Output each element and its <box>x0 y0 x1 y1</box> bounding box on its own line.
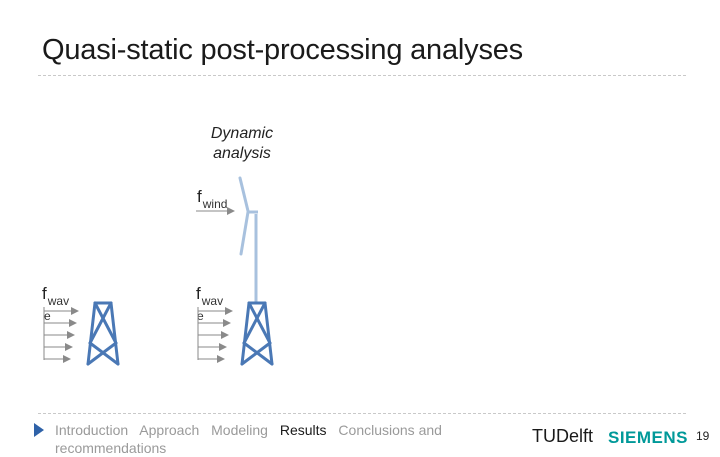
wave-force-subscript-right: wav <box>201 294 224 308</box>
jacket-structure-icon <box>86 301 120 366</box>
footer-divider <box>38 413 686 414</box>
wind-turbine-icon <box>238 176 258 302</box>
force-arrow-icon <box>197 307 233 363</box>
wind-force-subscript: wind <box>202 197 228 211</box>
nav-item-results[interactable]: Results <box>279 422 327 438</box>
wave-force-symbol-right: f <box>196 284 201 303</box>
jacket-structure-icon <box>240 301 274 366</box>
slide-title: Quasi-static post-processing analyses <box>42 34 523 66</box>
nav-item-modeling[interactable]: Modeling <box>211 422 268 438</box>
wave-force-label-left: fwav e <box>42 284 69 324</box>
wave-force-symbol-left: f <box>42 284 47 303</box>
nav-item-introduction[interactable]: Introduction <box>55 422 129 438</box>
dynamic-analysis-label: Dynamic analysis <box>210 125 274 162</box>
wave-force-subscript-left-2: e <box>44 309 51 323</box>
wave-force-subscript-left: wav <box>47 294 70 308</box>
tudelft-logo: TUDelft <box>532 426 594 446</box>
wave-force-subscript-right-2: e <box>197 309 204 323</box>
page-number: 19 <box>696 429 710 443</box>
nav-arrow-icon <box>34 423 44 437</box>
wind-force-symbol: f <box>197 187 202 206</box>
nav-item-approach[interactable]: Approach <box>139 422 200 438</box>
siemens-logo: SIEMENS <box>608 428 689 447</box>
force-arrow-icon <box>43 307 79 363</box>
title-divider <box>38 75 686 76</box>
nav-items: Introduction Approach Modeling Results C… <box>55 421 475 457</box>
wind-force-label: fwind <box>197 187 227 212</box>
wave-force-label-right: fwav e <box>196 284 223 324</box>
